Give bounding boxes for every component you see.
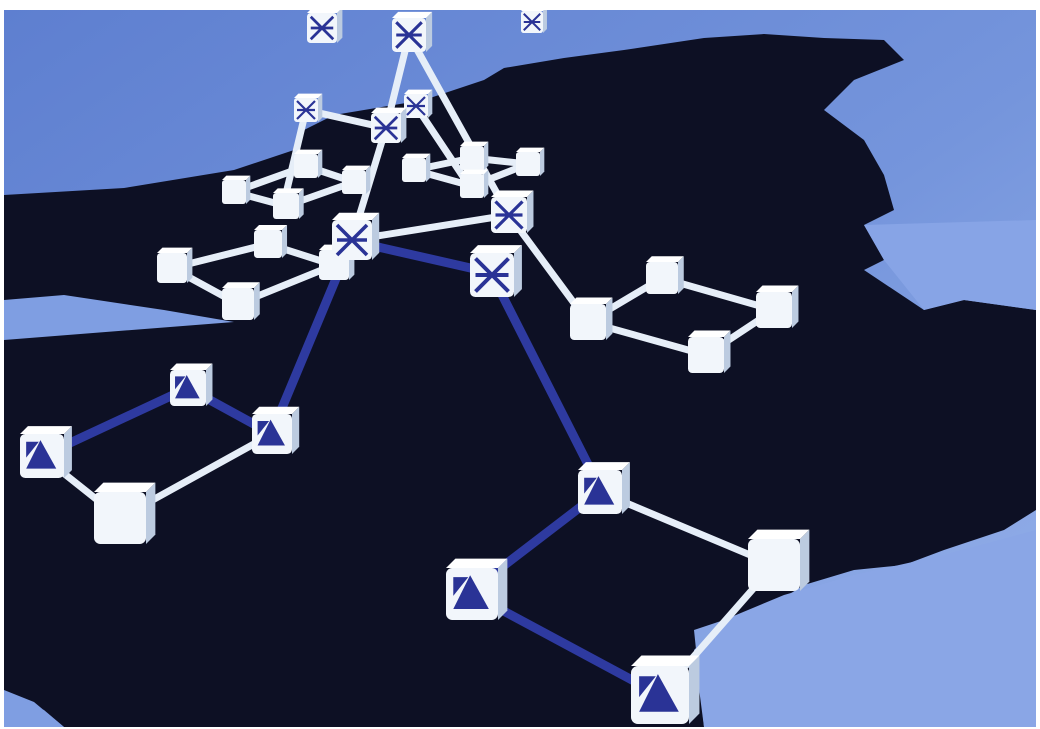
crossed-cube-node-icon (404, 89, 433, 118)
triangle-cube-node-icon (446, 558, 508, 620)
cube-node-icon (570, 297, 613, 340)
cube-node-icon (460, 169, 489, 198)
crossed-cube-node-icon (371, 107, 407, 143)
cube-node-icon (402, 153, 431, 182)
cube-node-icon (94, 482, 156, 544)
cube-node-icon (688, 330, 731, 373)
triangle-cube-node-icon (631, 655, 700, 724)
light-patch-bottom-left (4, 690, 64, 727)
cube-node-icon (157, 247, 193, 283)
cube-node-icon (516, 147, 545, 176)
crossed-cube-node-icon (491, 190, 534, 233)
cube-node-icon (646, 256, 684, 294)
cube-node-icon (460, 141, 489, 170)
triangle-cube-node-icon (578, 462, 630, 514)
cube-node-icon (273, 188, 304, 219)
cube-node-icon (748, 529, 810, 591)
triangle-cube-node-icon (20, 426, 72, 478)
3d-network-visualization (4, 10, 1036, 727)
cube-node-icon (294, 149, 323, 178)
cube-node-icon (756, 285, 799, 328)
cube-node-icon (254, 224, 288, 258)
triangle-cube-node-icon (252, 406, 300, 454)
triangle-cube-node-icon (170, 363, 213, 406)
crossed-cube-node-icon (521, 10, 547, 33)
crossed-cube-node-icon (392, 11, 433, 52)
crossed-cube-node-icon (294, 93, 323, 122)
crossed-cube-node-icon (470, 245, 522, 297)
cube-node-icon (342, 165, 371, 194)
cube-node-icon (222, 282, 260, 320)
crossed-cube-node-icon (307, 10, 343, 43)
network-nodes (20, 10, 810, 724)
light-patch-bottom (694, 530, 1036, 727)
crossed-cube-node-icon (332, 212, 380, 260)
cube-node-icon (222, 175, 251, 204)
light-patch-right (864, 220, 1036, 310)
light-patch-left (4, 295, 234, 340)
